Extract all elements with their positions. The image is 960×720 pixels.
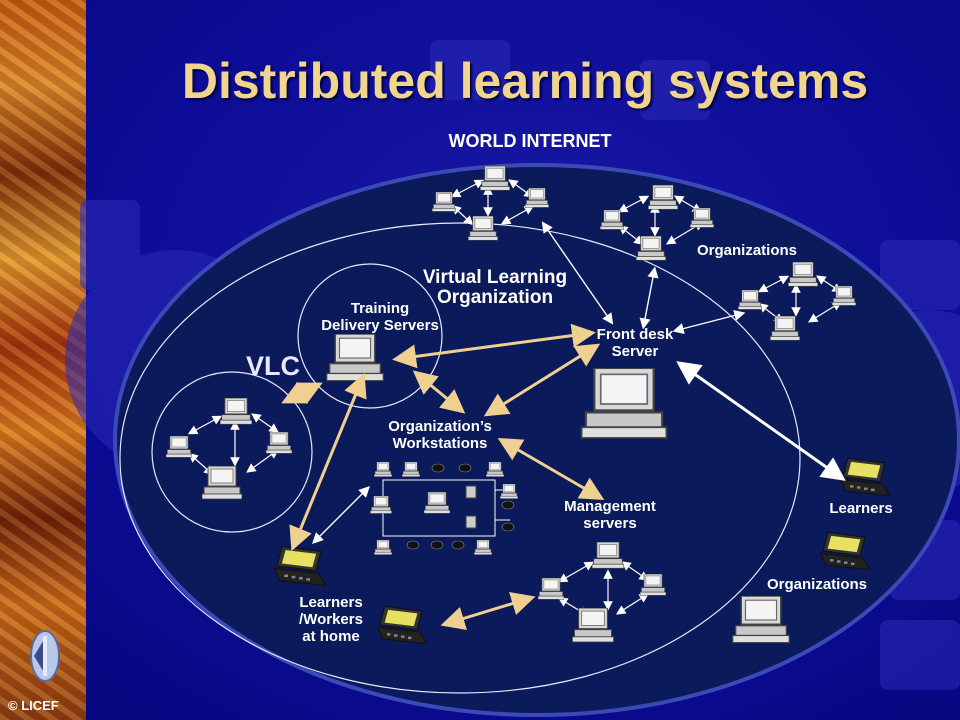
workstations-label: Organization’s Workstations [360, 418, 520, 452]
training-label-line1: Training [350, 300, 410, 317]
home-label-line3: at home [302, 628, 360, 645]
management-servers-label: Management servers [540, 498, 680, 532]
page-title: Distributed learning systems [181, 53, 869, 109]
home-label-line2: /Workers [299, 611, 363, 628]
front-desk-label: Front desk Server [570, 326, 700, 360]
home-learners-label: Learners /Workers at home [276, 594, 386, 645]
organizations-bottom-label: Organizations [766, 576, 867, 593]
vlo-label-line2: Organization [436, 287, 554, 308]
front-desk-label-line2: Server [611, 343, 659, 360]
home-label-line1: Learners [299, 594, 363, 611]
training-servers-label: Training Delivery Servers [300, 300, 460, 334]
learners-label: Learners [829, 500, 893, 517]
logo-icon [30, 630, 60, 682]
copyright-label: © LICEF [8, 698, 59, 713]
vlo-label-line1: Virtual Learning [422, 267, 568, 288]
workstations-label-line2: Workstations [392, 435, 488, 452]
training-label-line2: Delivery Servers [321, 317, 439, 334]
management-label-line2: servers [583, 515, 637, 532]
vlo-label: Virtual Learning Organization [380, 268, 610, 308]
workstations-label-line1: Organization’s [388, 418, 492, 435]
world-internet-label: WORLD INTERNET [448, 131, 612, 151]
front-desk-label-line1: Front desk [596, 326, 674, 343]
organizations-top-label: Organizations [696, 242, 797, 259]
vlc-label: VLC [246, 351, 300, 381]
management-label-line1: Management [564, 498, 656, 515]
